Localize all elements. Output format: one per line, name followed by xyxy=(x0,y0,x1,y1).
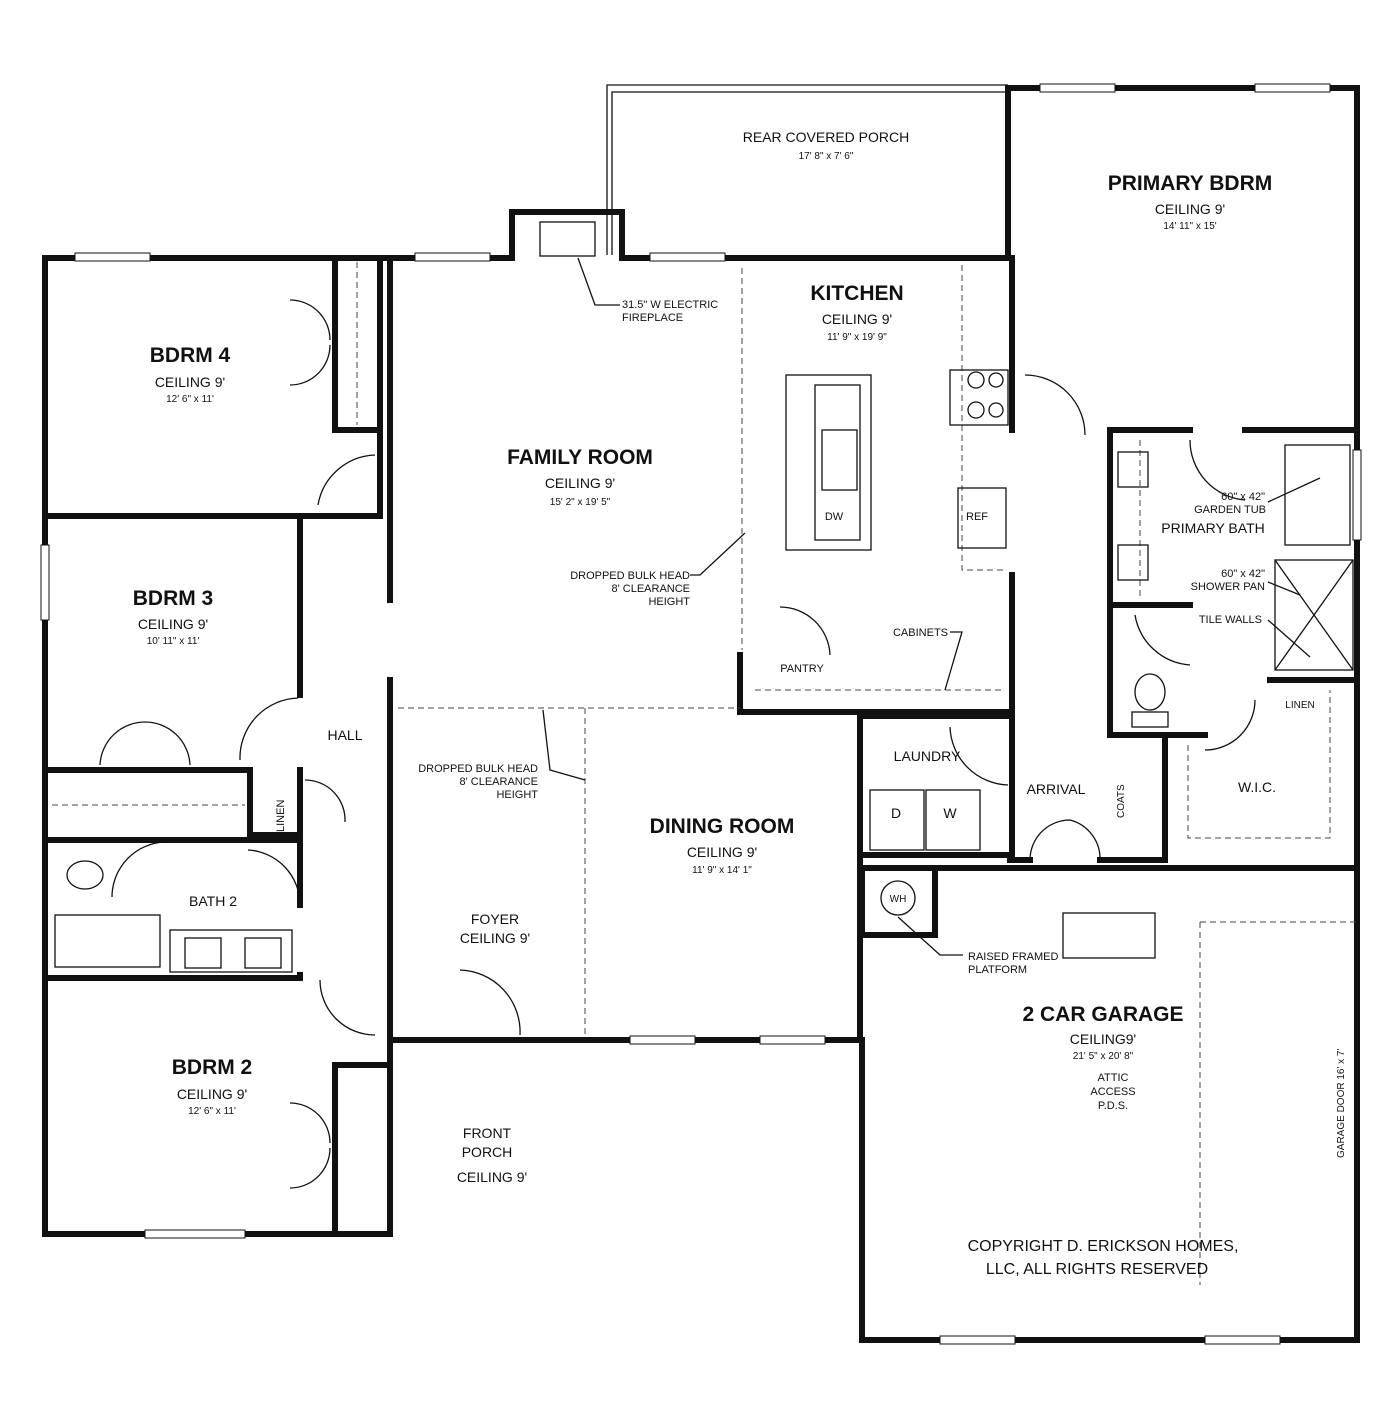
garage-ceiling: CEILING9' xyxy=(1070,1031,1136,1047)
rear-porch-size: 17' 8" x 7' 6" xyxy=(799,151,854,162)
bdrm3-name: BDRM 3 xyxy=(133,587,214,610)
linen-label: LINEN xyxy=(275,800,287,832)
dining-room-ceiling: CEILING 9' xyxy=(687,844,757,860)
tub-note-2: GARDEN TUB xyxy=(1194,504,1266,516)
garage-size: 21' 5" x 20' 8" xyxy=(1073,1051,1134,1062)
leader-lines xyxy=(542,257,1321,956)
primary-bdrm-name: PRIMARY BDRM xyxy=(1108,172,1273,195)
bulkhead-note-2c: HEIGHT xyxy=(496,789,538,801)
exterior-walls xyxy=(42,85,1360,1343)
bdrm4-size: 12' 6" x 11' xyxy=(166,394,214,405)
arrival-label: ARRIVAL xyxy=(1027,781,1086,797)
attic-note-3: P.D.S. xyxy=(1098,1100,1128,1112)
rear-porch-outline xyxy=(606,84,1008,255)
copyright-line-1: COPYRIGHT D. ERICKSON HOMES, xyxy=(968,1238,1239,1255)
family-room-size: 15' 2" x 19' 5" xyxy=(550,497,611,508)
kitchen-ceiling: CEILING 9' xyxy=(822,311,892,327)
rear-porch-name: REAR COVERED PORCH xyxy=(743,129,909,145)
annotations: 31.5" W ELECTRIC FIREPLACE DROPPED BULK … xyxy=(418,299,1347,1158)
cabinets-note: CABINETS xyxy=(893,627,948,639)
interior-walls xyxy=(42,255,1360,1237)
coats-label: COATS xyxy=(1116,784,1127,818)
front-porch-name-1: FRONT xyxy=(463,1125,512,1141)
bulkhead-note-1c: HEIGHT xyxy=(648,596,690,608)
dishwasher-label: DW xyxy=(825,511,844,523)
front-porch-name-2: PORCH xyxy=(462,1144,513,1160)
foyer-name: FOYER xyxy=(471,911,519,927)
bath2-label: BATH 2 xyxy=(189,893,237,909)
windows xyxy=(40,83,1362,1345)
fireplace-note-1: 31.5" W ELECTRIC xyxy=(622,299,718,311)
linen2-label: LINEN xyxy=(1285,700,1314,711)
bdrm2-ceiling: CEILING 9' xyxy=(177,1086,247,1102)
door-swings xyxy=(99,299,1256,1189)
refrigerator-label: REF xyxy=(966,511,988,523)
platform-note-1: RAISED FRAMED xyxy=(968,951,1059,963)
bdrm4-ceiling: CEILING 9' xyxy=(155,374,225,390)
room-labels: PRIMARY BDRM CEILING 9' 14' 11" x 15' KI… xyxy=(133,129,1315,1185)
shower-note-1: 60" x 42" xyxy=(1221,568,1265,580)
platform-note-2: PLATFORM xyxy=(968,964,1027,976)
tile-walls-note: TILE WALLS xyxy=(1199,614,1262,626)
front-porch-ceiling: CEILING 9' xyxy=(457,1169,527,1185)
fixtures xyxy=(54,221,1354,973)
dining-room-size: 11' 9" x 14' 1" xyxy=(692,865,752,876)
fireplace-note-2: FIREPLACE xyxy=(622,312,683,324)
water-heater-label: WH xyxy=(890,894,907,905)
bdrm3-size: 10' 11" x 11' xyxy=(147,636,200,647)
dryer-label: D xyxy=(891,805,901,821)
tub-note-1: 60" x 42" xyxy=(1221,491,1265,503)
dashed-lines xyxy=(52,262,1357,1285)
laundry-label: LAUNDRY xyxy=(894,748,961,764)
attic-note-1: ATTIC xyxy=(1098,1072,1129,1084)
garage-door-note: GARAGE DOOR 16' x 7' xyxy=(1336,1049,1347,1158)
family-room-name: FAMILY ROOM xyxy=(507,446,653,469)
wic-label: W.I.C. xyxy=(1238,779,1276,795)
bulkhead-note-1b: 8' CLEARANCE xyxy=(611,583,690,595)
family-room-ceiling: CEILING 9' xyxy=(545,475,615,491)
bulkhead-note-2a: DROPPED BULK HEAD xyxy=(418,763,538,775)
washer-label: W xyxy=(943,805,957,821)
hall-label: HALL xyxy=(327,727,362,743)
garage-name: 2 CAR GARAGE xyxy=(1022,1003,1183,1026)
primary-bdrm-size: 14' 11" x 15' xyxy=(1163,221,1216,232)
bdrm2-name: BDRM 2 xyxy=(172,1056,253,1079)
bulkhead-note-1a: DROPPED BULK HEAD xyxy=(570,570,690,582)
foyer-ceiling: CEILING 9' xyxy=(460,930,530,946)
dining-room-name: DINING ROOM xyxy=(650,815,795,838)
bdrm2-size: 12' 6" x 11' xyxy=(188,1106,236,1117)
primary-bdrm-ceiling: CEILING 9' xyxy=(1155,201,1225,217)
shower-note-2: SHOWER PAN xyxy=(1191,581,1265,593)
kitchen-size: 11' 9" x 19' 9" xyxy=(827,332,887,343)
attic-note-2: ACCESS xyxy=(1090,1086,1135,1098)
pantry-label: PANTRY xyxy=(780,663,824,675)
bdrm4-name: BDRM 4 xyxy=(150,344,231,367)
bulkhead-note-2b: 8' CLEARANCE xyxy=(459,776,538,788)
primary-bath-label: PRIMARY BATH xyxy=(1161,520,1264,536)
kitchen-name: KITCHEN xyxy=(810,282,903,305)
copyright-line-2: LLC, ALL RIGHTS RESERVED xyxy=(986,1261,1208,1278)
bdrm3-ceiling: CEILING 9' xyxy=(138,616,208,632)
